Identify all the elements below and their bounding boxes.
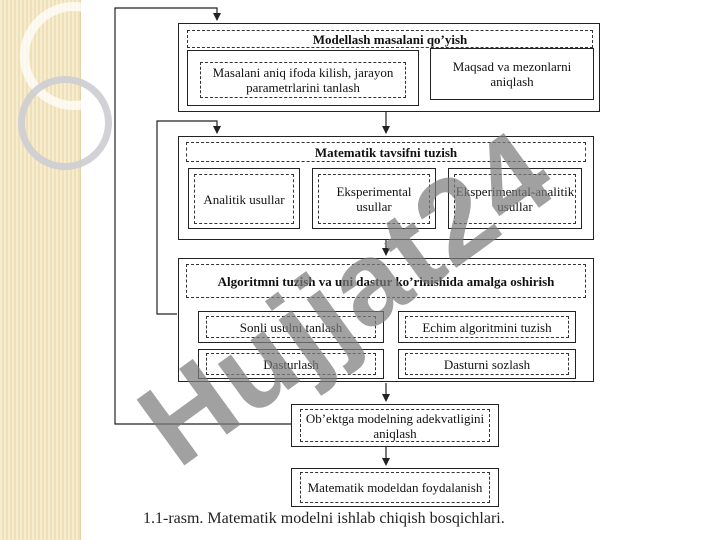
stage4-box (291, 404, 499, 447)
stage1-left-label: Masalani aniq ifoda kilish, jarayon para… (212, 65, 394, 95)
stage5-frame (300, 472, 490, 503)
stage2-title: Matematik tavsifni tuzish (314, 144, 458, 160)
stage1-title-frame (187, 30, 593, 48)
stage1-right-box (430, 48, 594, 100)
decorative-ring (18, 76, 112, 170)
stage1-box (178, 23, 600, 112)
stage3-item-box (398, 349, 576, 379)
stage2-item-box (312, 168, 436, 229)
stage2-item-box (448, 168, 582, 229)
stage4-frame (300, 409, 490, 442)
stage1-left-frame (200, 62, 406, 98)
stage1-title: Modellash masalani qo’yish (312, 31, 468, 47)
stage2-item-box (188, 168, 300, 229)
feedback-arrow-inner (156, 120, 221, 315)
stage3-title-frame (186, 264, 586, 298)
stage3-item-numeric-method: Sonli usulni tanlash (239, 319, 343, 335)
figure-caption: 1.1-rasm. Matematik modelni ishlab chiqi… (143, 510, 505, 527)
stage2-box (178, 136, 594, 240)
stage3-item-frame (405, 353, 569, 375)
stage3-item-box (198, 349, 384, 379)
stage5-box (291, 468, 499, 507)
stage3-item-frame (206, 316, 376, 338)
stage2-item-frame (194, 174, 294, 224)
stage2-item-analytic: Analitik usullar (203, 191, 285, 207)
stage2-item-experimental: Eksperimental usullar (336, 184, 412, 214)
stage2-item-mixed: Eksperimental-analitik usullar (455, 184, 575, 214)
feedback-arrow-outer (114, 7, 291, 425)
stage3-item-frame (405, 316, 569, 338)
stage5-label: Matematik modeldan foydalanish (307, 480, 483, 495)
stage3-item-debugging: Dasturni sozlash (443, 356, 531, 372)
stage3-title: Algoritmni tuzish va uni dastur ko’rinis… (217, 273, 555, 289)
stage4-label: Ob’ektga modelning adekvatligini aniqlas… (305, 410, 485, 441)
stage3-item-box (398, 311, 576, 343)
stage3-box (178, 258, 594, 382)
stage3-item-programming: Dasturlash (263, 356, 319, 372)
stage3-item-frame (206, 353, 376, 375)
stage2-title-frame (186, 142, 586, 162)
stage2-item-frame (318, 174, 430, 224)
stage3-item-algorithm: Echim algoritmini tuzish (422, 319, 552, 335)
stage2-item-frame (454, 174, 576, 224)
stage3-item-box (198, 311, 384, 343)
stage1-right-label: Maqsad va mezonlarni aniqlash (452, 59, 572, 89)
stage1-left-box (187, 50, 419, 106)
